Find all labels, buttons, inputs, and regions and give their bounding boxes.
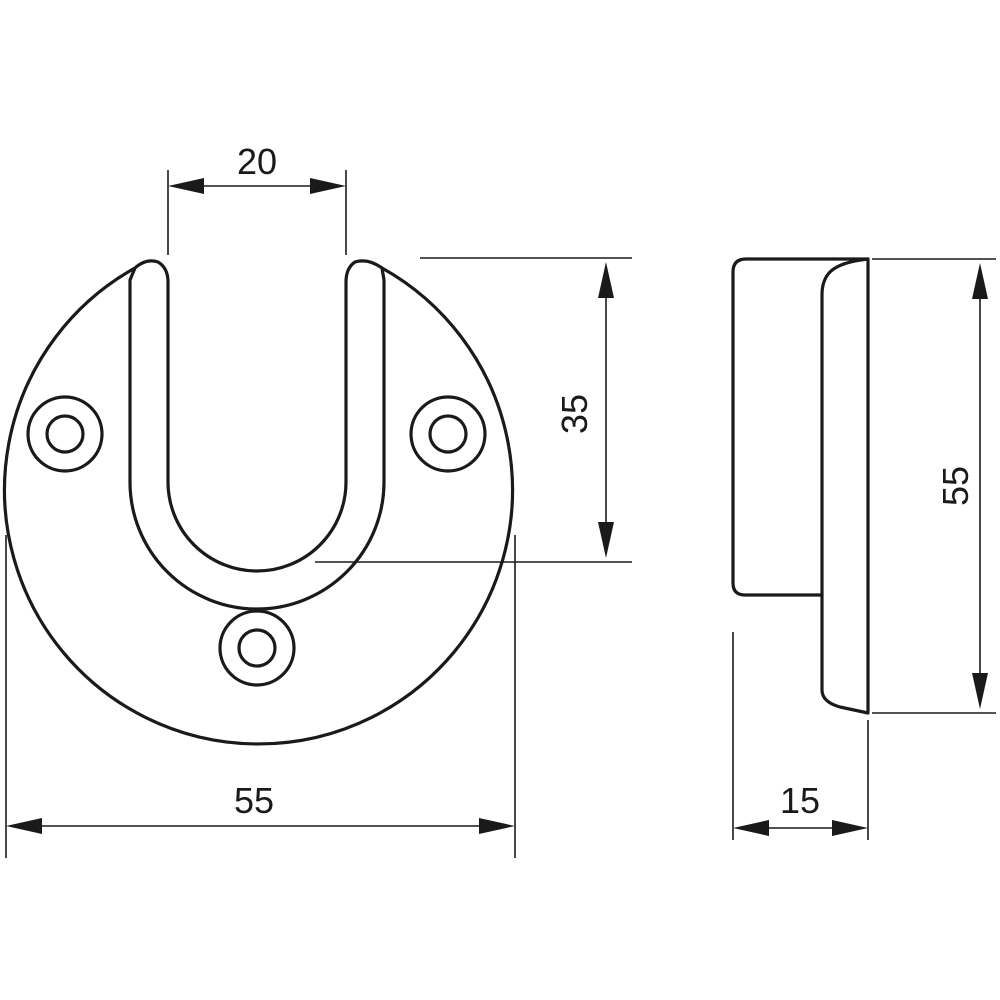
- front-plate-outline: [2, 259, 515, 746]
- front-diameter-label: 55: [234, 780, 274, 821]
- side-height-label: 55: [935, 466, 976, 506]
- dimension-front-diameter: 55: [5, 535, 516, 858]
- screw-hole-left: [26, 395, 104, 473]
- side-view: [731, 257, 870, 715]
- front-view: [2, 259, 515, 746]
- side-boss: [731, 257, 870, 597]
- slot-width-label: 20: [237, 141, 277, 182]
- dimension-side-depth: 15: [732, 632, 869, 840]
- screw-hole-bottom: [218, 609, 296, 687]
- side-flange: [820, 257, 870, 715]
- dimension-slot-width: 20: [167, 141, 347, 255]
- screw-hole-right: [409, 395, 487, 473]
- slot-rim: [128, 266, 386, 611]
- dimension-slot-depth: 35: [315, 257, 632, 563]
- dimension-side-height: 55: [872, 258, 996, 714]
- side-depth-label: 15: [780, 780, 820, 821]
- slot-depth-label: 35: [554, 394, 595, 434]
